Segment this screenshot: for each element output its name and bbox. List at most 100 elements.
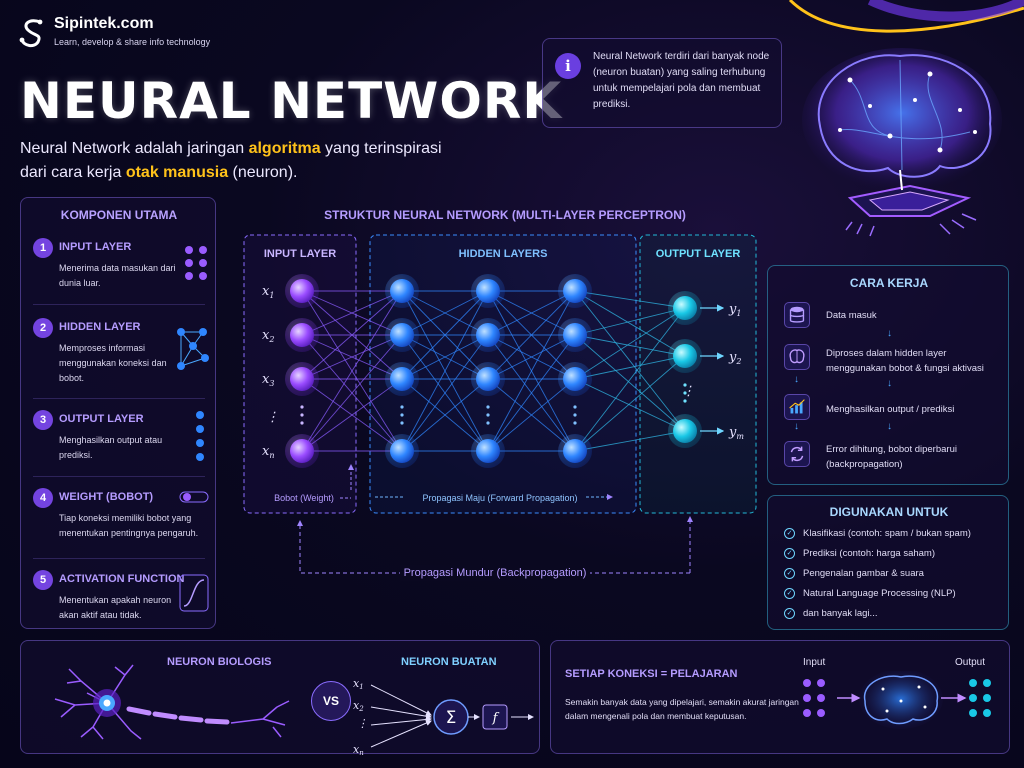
komponen-item-desc: Menerima data masukan dari dunia luar. <box>59 263 176 288</box>
connection-line <box>574 430 686 452</box>
divider <box>33 558 205 559</box>
input-label-xn: xn <box>262 444 275 460</box>
connection-line <box>301 290 403 452</box>
divider <box>33 398 205 399</box>
connection-line <box>574 307 686 336</box>
connection-lines <box>301 290 686 452</box>
hidden-neuron <box>563 279 587 303</box>
input-label-base: x <box>262 444 270 459</box>
komponen-number: 3 <box>33 410 53 430</box>
vs-badge: VS <box>311 681 351 721</box>
ellipsis-dot <box>300 405 304 409</box>
connection-line <box>574 290 686 309</box>
use-item: ✓Pengenalan gambar & suara <box>784 568 1004 579</box>
connection-line <box>401 334 489 452</box>
connection-line <box>401 378 489 452</box>
connection-line <box>487 334 576 452</box>
hidden-neuron <box>563 323 587 347</box>
komponen-item-title: HIDDEN LAYER <box>59 321 141 333</box>
output-label-y1: y1 <box>728 302 741 318</box>
intro-part: dari cara kerja <box>20 164 126 181</box>
output-label-subscript: 2 <box>735 357 741 366</box>
brand-name[interactable]: Sipintek.com <box>54 15 154 32</box>
chart-icon <box>784 394 810 420</box>
output-dots-icon <box>196 411 204 461</box>
neuron-nodes <box>285 274 702 468</box>
input-label-x1: x1 <box>262 284 274 300</box>
output-neuron <box>673 296 697 320</box>
input-label-base: x <box>262 372 270 387</box>
komponen-item-title: ACTIVATION FUNCTION <box>59 573 185 585</box>
connection-line <box>574 355 686 452</box>
artificial-input-subscript: 1 <box>359 683 363 691</box>
connection-line <box>401 290 489 380</box>
input-dots-icon <box>803 679 825 717</box>
connection-line <box>301 378 403 452</box>
input-label-x2: x2 <box>262 328 274 344</box>
koneksi-output-label: Output <box>955 657 986 668</box>
connection-line <box>301 334 403 380</box>
svg-text:⋮: ⋮ <box>357 717 368 730</box>
ellipsis-dot <box>573 405 577 409</box>
connection-line <box>574 307 686 380</box>
connection-line <box>301 334 403 452</box>
output-label-base: y <box>728 350 737 365</box>
komponen-item-desc: Menentukan apakah neuron akan aktif atau… <box>59 595 172 620</box>
komponen-item-desc: Memproses informasi menggunakan koneksi … <box>59 343 167 383</box>
use-item-text: Klasifikasi (contoh: spam / bukan spam) <box>803 528 971 540</box>
ellipsis-dot <box>486 413 490 417</box>
komponen-utama-panel: KOMPONEN UTAMA 1 INPUT LAYER Menerima da… <box>20 197 216 629</box>
ellipsis-dot <box>683 399 687 403</box>
hidden-neuron <box>390 323 414 347</box>
brain-icon <box>863 675 939 725</box>
digunakan-untuk-panel: DIGUNAKAN UNTUK ✓Klasifikasi (contoh: sp… <box>767 495 1009 630</box>
down-arrow-icon: ↓ <box>794 421 799 432</box>
connection-line <box>487 378 576 452</box>
info-text: Neural Network terdiri dari banyak node … <box>593 51 770 110</box>
check-icon: ✓ <box>784 588 795 599</box>
info-icon: i <box>555 53 581 79</box>
weight-slider-icon <box>179 491 209 503</box>
input-label-subscript: 2 <box>268 335 274 344</box>
check-icon: ✓ <box>784 548 795 559</box>
refresh-icon <box>784 441 810 467</box>
artificial-input-subscript: n <box>359 749 364 755</box>
neuron-comparison-panel: NEURON BIOLOGIS VS NEURON BUATAN x1 x2 ⋮… <box>20 640 540 755</box>
cara-kerja-step-2: Diproses dalam hidden layer menggunakan … <box>826 348 984 374</box>
weight-label: Bobot (Weight) <box>274 493 334 503</box>
output-neuron <box>673 419 697 443</box>
komponen-item-title: OUTPUT LAYER <box>59 413 144 425</box>
input-layer-label: INPUT LAYER <box>264 248 336 260</box>
komponen-number: 4 <box>33 488 53 508</box>
function-icon: f <box>492 711 500 726</box>
ellipsis-dot <box>300 421 304 425</box>
komponen-number: 2 <box>33 318 53 338</box>
input-label-subscript: n <box>269 451 274 460</box>
connection-line <box>574 355 686 380</box>
connection-line <box>574 290 686 432</box>
use-item-text: Pengenalan gambar & suara <box>803 568 924 580</box>
sipintek-logo-icon[interactable] <box>16 16 50 50</box>
hidden-neuron <box>476 279 500 303</box>
hidden-network-icon <box>177 328 209 370</box>
artificial-neuron-diagram: x1 x2 ⋮ xn Σ f <box>353 677 534 755</box>
hidden-neuron <box>476 323 500 347</box>
input-neuron <box>290 367 314 391</box>
koneksi-input-label: Input <box>803 657 826 668</box>
brand-tagline: Learn, develop & share info technology <box>54 37 211 47</box>
intro-text: Neural Network adalah jaringan algoritma… <box>20 137 500 185</box>
connection-line <box>487 290 576 452</box>
glowing-brain-chip-icon <box>802 48 1002 237</box>
ellipsis-dot <box>400 413 404 417</box>
hidden-neuron <box>476 367 500 391</box>
use-item: ✓Klasifikasi (contoh: spam / bukan spam) <box>784 528 1004 539</box>
setiap-koneksi-panel: SETIAP KONEKSI = PELAJARAN Semakin banya… <box>550 640 1010 754</box>
cara-kerja-step-4: Error dihitung, bobot diperbarui (backpr… <box>826 444 957 470</box>
connection-line <box>487 290 576 380</box>
output-label-subscript: 1 <box>736 309 741 318</box>
komponen-item-desc: Menghasilkan output atau prediksi. <box>59 435 163 460</box>
hidden-neuron <box>563 439 587 463</box>
down-arrow-icon: ↓ <box>887 421 892 432</box>
input-label-subscript: 1 <box>269 291 274 300</box>
cara-kerja-title: CARA KERJA <box>849 276 929 290</box>
